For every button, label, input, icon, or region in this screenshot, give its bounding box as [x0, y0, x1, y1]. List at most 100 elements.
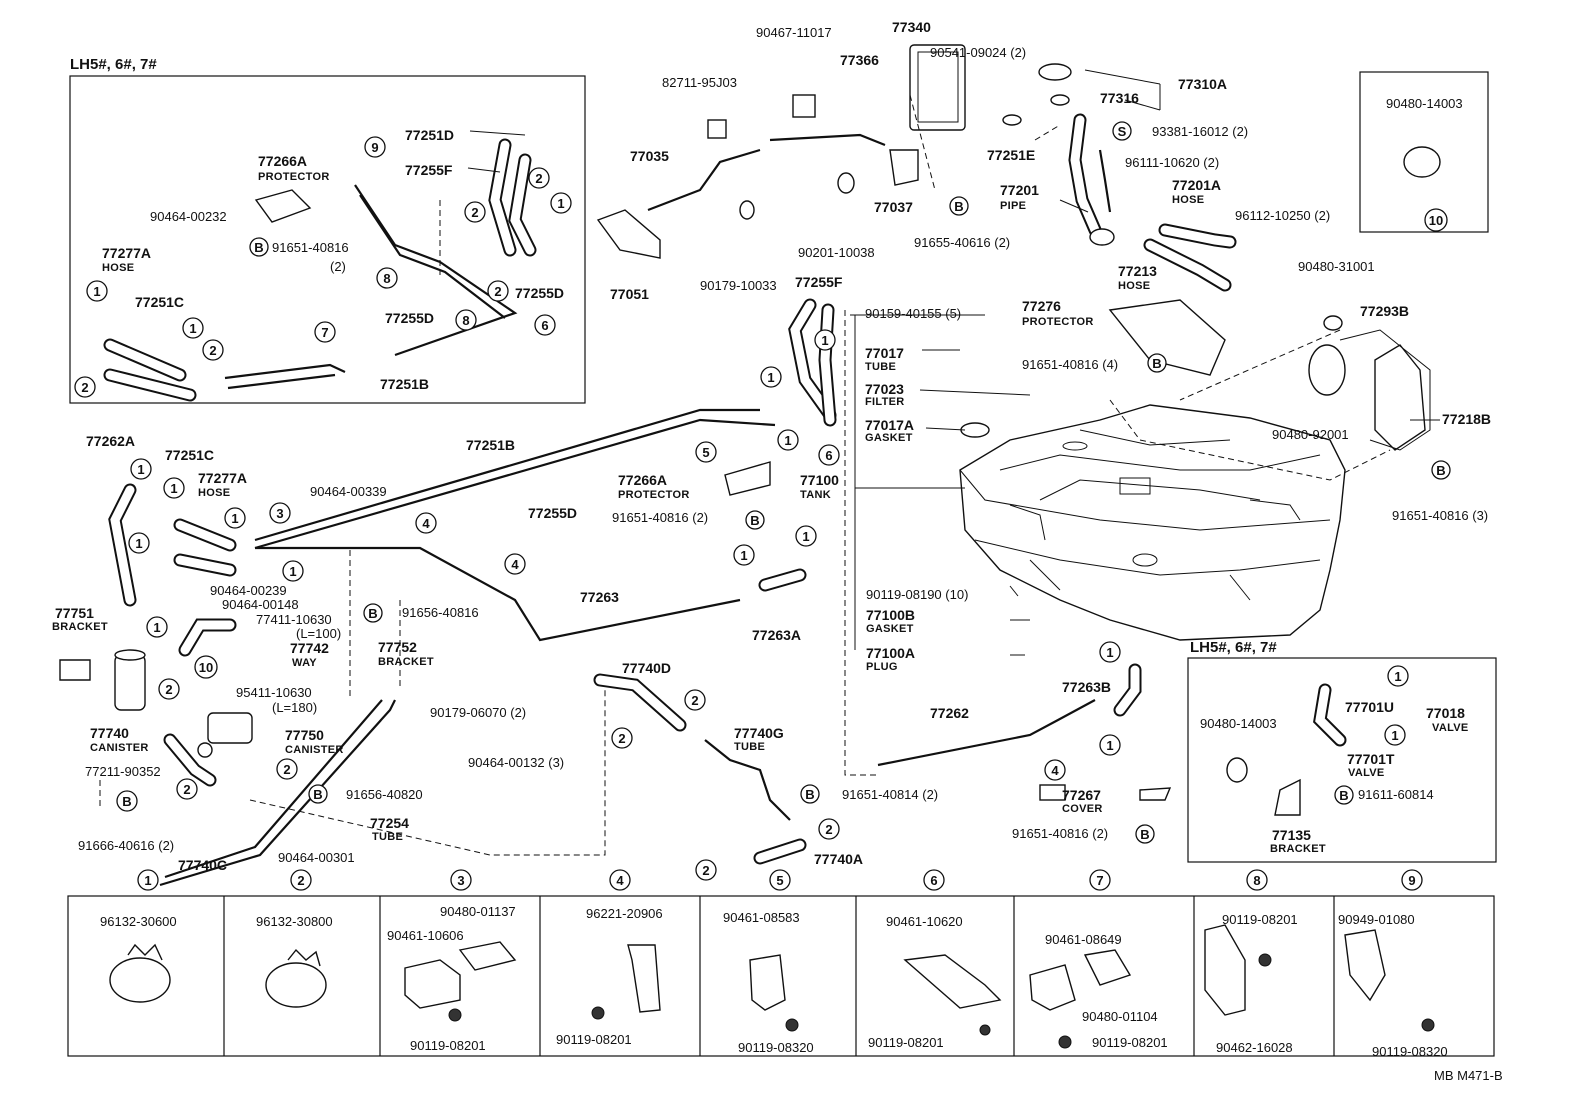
label-lh-top: LH5#, 6#, 7# — [70, 56, 157, 73]
label-77251d-inset: 77251D — [405, 127, 454, 143]
legend-4: 4 — [609, 869, 631, 891]
label-77411-10630: 77411-10630 — [256, 612, 332, 627]
callout-2: 2 — [464, 201, 486, 223]
svg-text:2: 2 — [825, 822, 832, 837]
callout-1: 1 — [760, 366, 782, 388]
svg-text:1: 1 — [93, 284, 100, 299]
label-bracket-77752: BRACKET — [378, 656, 434, 668]
label-77037: 77037 — [874, 199, 913, 215]
svg-text:2: 2 — [283, 762, 290, 777]
callout-b: B — [308, 784, 328, 804]
legend-5: 5 — [769, 869, 791, 891]
svg-text:2: 2 — [691, 693, 698, 708]
svg-text:1: 1 — [1394, 669, 1401, 684]
callout-1: 1 — [1384, 724, 1406, 746]
inset-box-right — [1187, 657, 1497, 863]
callout-2: 2 — [695, 859, 717, 881]
svg-text:4: 4 — [511, 557, 519, 572]
svg-text:8: 8 — [462, 313, 469, 328]
label-77740c: 77740C — [178, 857, 227, 873]
svg-text:2: 2 — [297, 873, 304, 888]
callout-s: S — [1112, 121, 1132, 141]
label-tank: TANK — [800, 489, 831, 501]
svg-text:10: 10 — [1429, 213, 1443, 228]
label-96111-10620: 96111-10620 (2) — [1125, 155, 1219, 170]
label-protector-77266a: PROTECTOR — [618, 489, 690, 501]
label-90464-00148: 90464-00148 — [222, 597, 299, 612]
callout-6: 6 — [818, 444, 840, 466]
label-90467-11017: 90467-11017 — [756, 25, 832, 40]
label-77293b: 77293B — [1360, 303, 1409, 319]
svg-text:1: 1 — [784, 433, 791, 448]
legend-96132-30600: 96132-30600 — [100, 914, 177, 929]
label-95411-10630: 95411-10630 — [236, 685, 312, 700]
inset-box-top-left — [69, 75, 586, 404]
label-77366: 77366 — [840, 52, 879, 68]
callout-2: 2 — [818, 818, 840, 840]
svg-text:1: 1 — [1106, 645, 1113, 660]
legend-illustrations — [109, 924, 1435, 1049]
label-77740: 77740 — [90, 725, 129, 741]
label-90201-10038: 90201-10038 — [798, 245, 875, 260]
svg-text:9: 9 — [371, 140, 378, 155]
label-77262a: 77262A — [86, 433, 135, 449]
svg-text:8: 8 — [383, 271, 390, 286]
label-canister-77750: CANISTER — [285, 744, 344, 756]
filler-pipe-illustration — [889, 44, 1237, 292]
inset-box-grommet — [1359, 71, 1489, 233]
svg-text:1: 1 — [289, 564, 296, 579]
svg-text:1: 1 — [802, 529, 809, 544]
legend-90119-08201-4: 90119-08201 — [556, 1032, 632, 1047]
svg-text:7: 7 — [1096, 873, 1103, 888]
label-77251b-inset: 77251B — [380, 376, 429, 392]
svg-text:2: 2 — [535, 171, 542, 186]
svg-text:5: 5 — [702, 445, 709, 460]
callout-1: 1 — [146, 616, 168, 638]
callout-2: 2 — [528, 167, 550, 189]
callout-6: 6 — [534, 314, 556, 336]
callout-b: B — [1334, 785, 1354, 805]
callout-b: B — [949, 196, 969, 216]
svg-text:2: 2 — [81, 380, 88, 395]
svg-text:1: 1 — [189, 321, 196, 336]
callout-1: 1 — [795, 525, 817, 547]
label-90480-14003: 90480-14003 — [1386, 96, 1463, 111]
callout-1: 1 — [550, 192, 572, 214]
callout-10: 10 — [1424, 208, 1448, 232]
svg-text:1: 1 — [1391, 728, 1398, 743]
label-77267: 77267 — [1062, 787, 1101, 803]
legend-90461-08649: 90461-08649 — [1045, 932, 1122, 947]
label-cover: COVER — [1062, 803, 1103, 815]
label-77100b: 77100B — [866, 607, 915, 623]
label-valve-77018: VALVE — [1432, 722, 1469, 734]
svg-text:6: 6 — [825, 448, 832, 463]
callout-b: B — [249, 237, 269, 257]
svg-text:B: B — [122, 794, 131, 809]
label-protector-inset: PROTECTOR — [258, 171, 330, 183]
label-l100: (L=100) — [296, 626, 341, 641]
label-90464-00339: 90464-00339 — [310, 484, 387, 499]
callout-b: B — [1147, 353, 1167, 373]
callout-b: B — [745, 510, 765, 530]
callout-7: 7 — [314, 321, 336, 343]
label-91611-60814: 91611-60814 — [1358, 787, 1434, 802]
label-77263a: 77263A — [752, 627, 801, 643]
callout-b: B — [116, 790, 138, 812]
svg-text:1: 1 — [740, 548, 747, 563]
legend-3: 3 — [450, 869, 472, 891]
svg-text:1: 1 — [137, 462, 144, 477]
label-77135: 77135 — [1272, 827, 1311, 843]
legend-90461-08583: 90461-08583 — [723, 910, 800, 925]
callout-1: 1 — [128, 532, 150, 554]
callout-1: 1 — [1387, 665, 1409, 687]
label-77211-90352: 77211-90352 — [85, 764, 161, 779]
dashed-leaders — [99, 94, 1391, 856]
label-77017: 77017 — [865, 345, 904, 361]
label-77255d: 77255D — [528, 505, 577, 521]
svg-text:6: 6 — [930, 873, 937, 888]
svg-text:9: 9 — [1408, 873, 1415, 888]
label-77742: 77742 — [290, 640, 329, 656]
callout-2: 2 — [158, 678, 180, 700]
label-77251c-inset: 77251C — [135, 294, 184, 310]
label-91651-40816-2a: 91651-40816 (2) — [612, 510, 708, 525]
